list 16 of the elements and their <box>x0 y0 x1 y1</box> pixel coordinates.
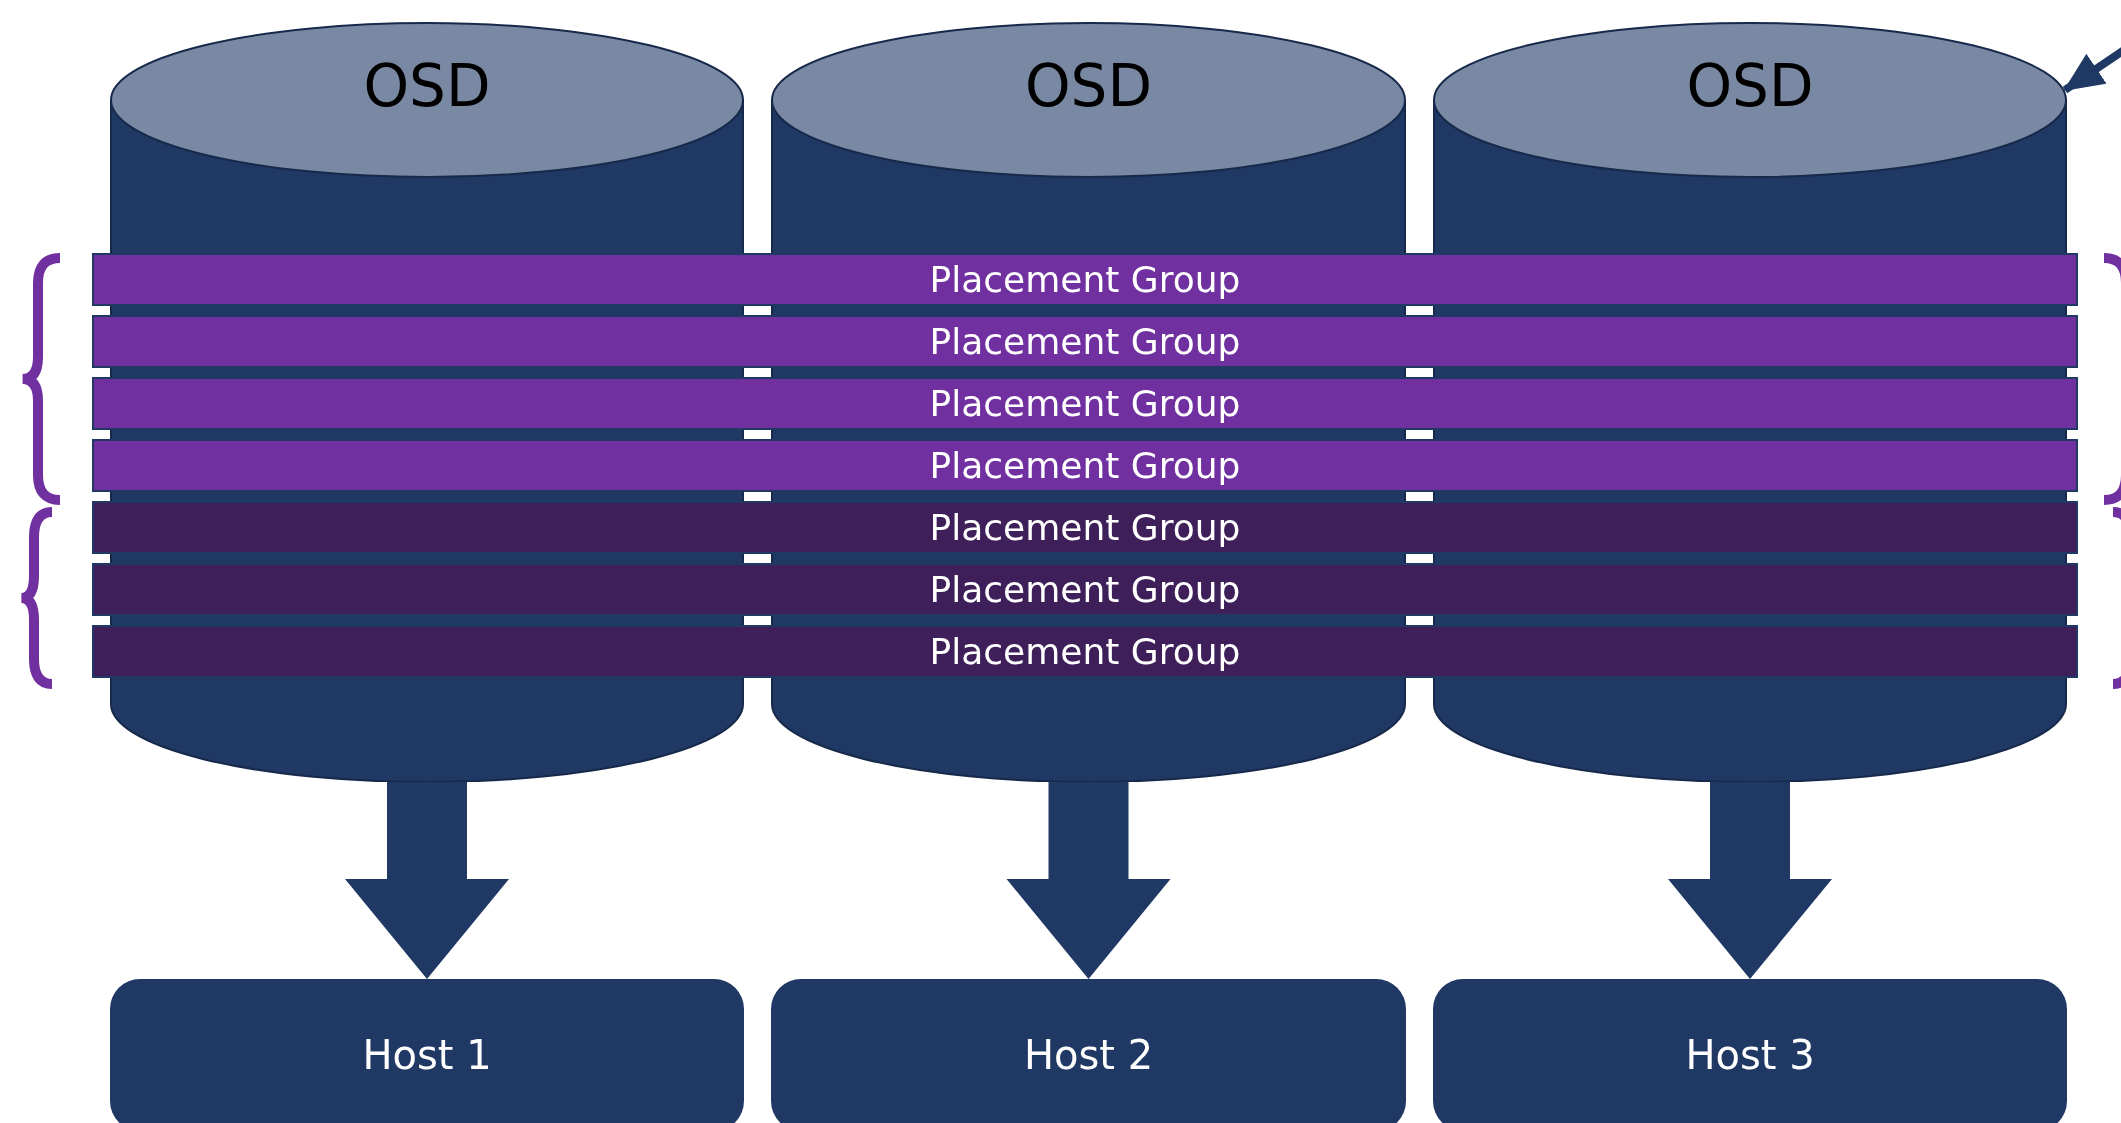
placement-group-bar: Placement Group <box>92 377 2078 430</box>
placement-group-bar: Placement Group <box>92 253 2078 306</box>
block-arrow <box>1006 782 1171 979</box>
placement-group-bar: Placement Group <box>92 625 2078 678</box>
block-arrow <box>345 782 509 979</box>
placement-group-bar: Placement Group <box>92 315 2078 368</box>
cylinder-label: OSD <box>362 52 492 120</box>
placement-group-bar: Placement Group <box>92 563 2078 616</box>
placement-group-bar: Placement Group <box>92 439 2078 492</box>
cylinder-label: OSD <box>1023 52 1154 120</box>
host-box: Host 3 <box>1433 979 2067 1123</box>
placement-group-bar: Placement Group <box>92 501 2078 554</box>
block-arrow <box>1668 782 1832 979</box>
host-box: Host 1 <box>110 979 744 1123</box>
cylinder-label: OSD <box>1685 52 1815 120</box>
host-box: Host 2 <box>771 979 1406 1123</box>
